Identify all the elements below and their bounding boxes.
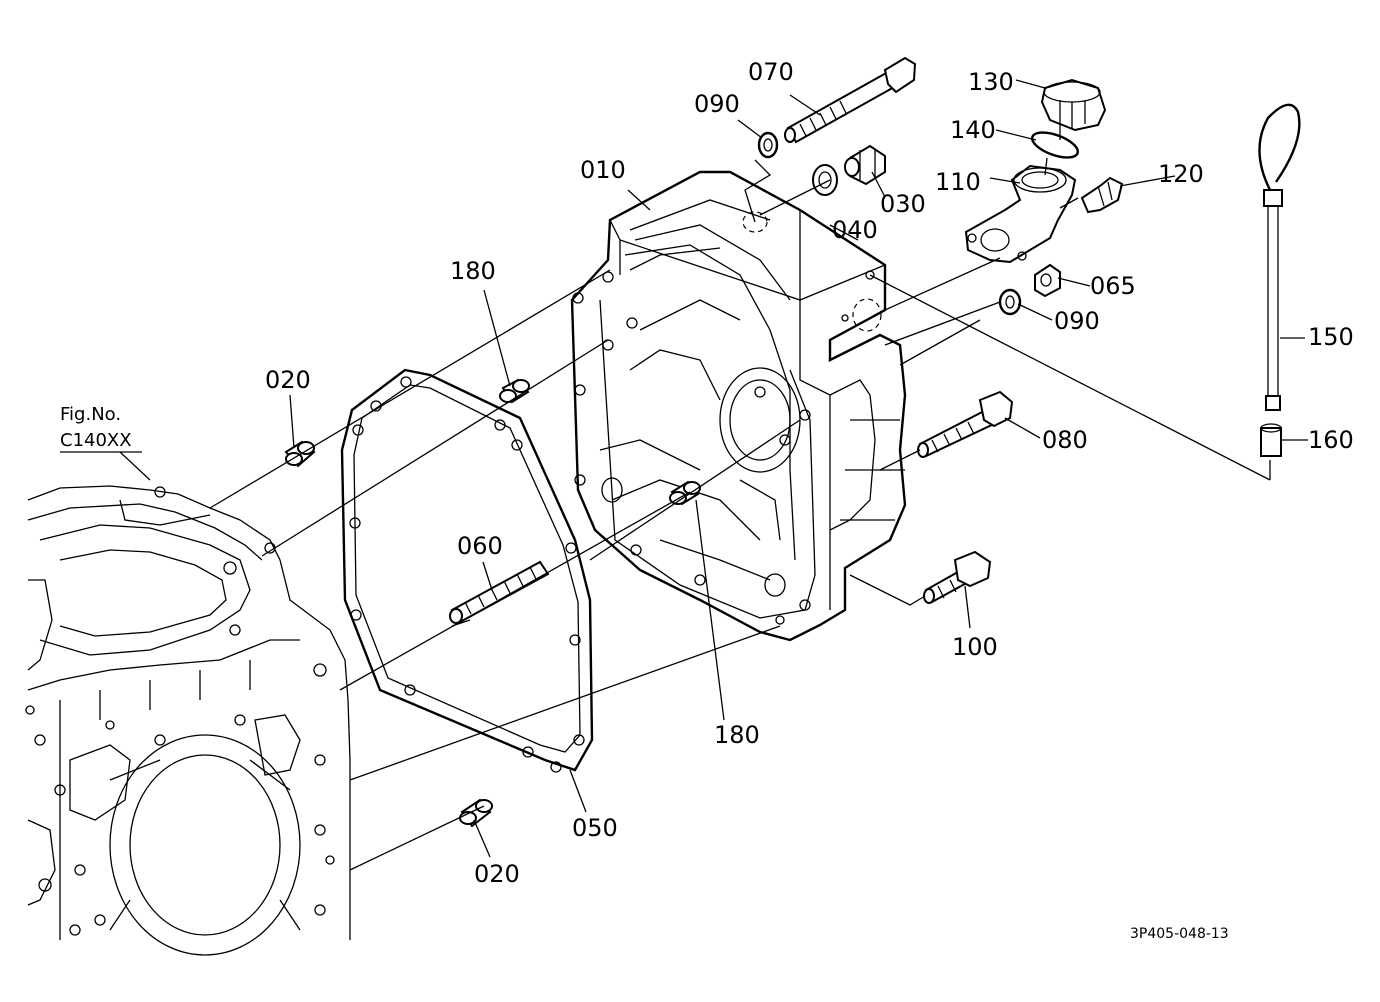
figure-ref-label: Fig.No. <box>60 404 121 425</box>
callout-065: 065 <box>1090 272 1136 300</box>
callout-010: 010 <box>580 156 626 184</box>
dipstick-tube-160 <box>1260 423 1282 457</box>
bolt-080 <box>917 390 1014 458</box>
callout-100: 100 <box>952 633 998 661</box>
callout-180-upper: 180 <box>450 257 496 285</box>
washer-090-lower <box>998 288 1022 316</box>
callout-060: 060 <box>457 532 503 560</box>
callout-180-lower: 180 <box>714 721 760 749</box>
callout-130: 130 <box>968 68 1014 96</box>
bolt-100 <box>923 550 992 604</box>
callout-090-lower: 090 <box>1054 307 1100 335</box>
figure-ref-code: C140XX <box>60 430 132 451</box>
callout-120: 120 <box>1158 160 1204 188</box>
callout-080: 080 <box>1042 426 1088 454</box>
callout-160: 160 <box>1308 426 1354 454</box>
plug-030 <box>844 144 886 186</box>
housing-010 <box>570 170 907 642</box>
assembly-lines <box>209 122 1271 871</box>
breather-120 <box>1080 176 1124 214</box>
callout-110: 110 <box>935 168 981 196</box>
callout-020-upper: 020 <box>265 366 311 394</box>
leader-lines <box>119 79 1308 858</box>
o-ring-140 <box>1030 131 1080 159</box>
dipstick-150 <box>1258 103 1301 411</box>
gasket-050 <box>340 368 594 773</box>
nut-065 <box>1034 263 1061 298</box>
filler-cap-130 <box>1040 78 1107 132</box>
oil-seal-040 <box>812 164 838 196</box>
callout-040: 040 <box>832 216 878 244</box>
callout-050: 050 <box>572 814 618 842</box>
callout-020-lower: 020 <box>474 860 520 888</box>
callout-090-upper: 090 <box>694 90 740 118</box>
transmission-case <box>25 485 351 956</box>
filler-elbow-110 <box>964 164 1077 264</box>
bolt-070 <box>784 56 917 144</box>
callout-070: 070 <box>748 58 794 86</box>
washer-090-upper <box>757 131 779 159</box>
drawing-code: 3P405-048-13 <box>1130 926 1229 942</box>
dowel-pin-020-lower <box>459 798 493 828</box>
callout-030: 030 <box>880 190 926 218</box>
stud-bolt-060 <box>449 560 550 624</box>
callout-140: 140 <box>950 116 996 144</box>
callout-150: 150 <box>1308 323 1354 351</box>
